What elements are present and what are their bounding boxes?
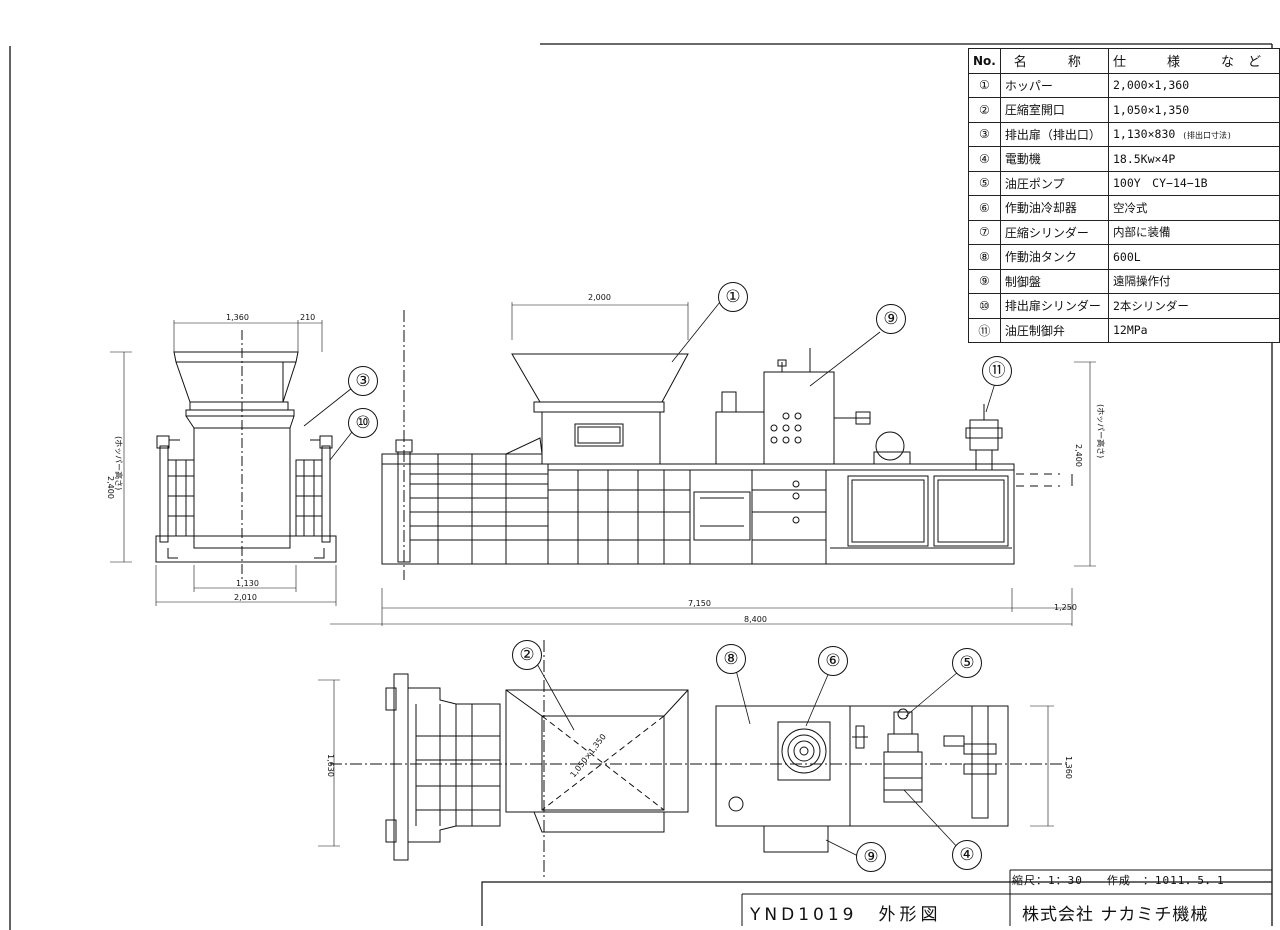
row-no: ⑤ (968, 170, 1001, 196)
callout-5: ⑤ (952, 648, 982, 678)
row-name: 圧縮シリンダー (999, 219, 1109, 245)
row-name: 作動油タンク (999, 244, 1109, 270)
top-view (318, 640, 1070, 880)
row-name: ホッパー (999, 72, 1109, 98)
dim-top-1630: 1,630 (326, 754, 335, 777)
dim-side-hopper-width: 2,000 (588, 293, 611, 302)
row-no: ⑧ (968, 244, 1001, 270)
dim-side-1250: 1,250 (1054, 603, 1077, 612)
row-spec: 100Y CY−14−1B (1107, 170, 1280, 196)
row-no: ① (968, 72, 1001, 98)
row-no: ⑨ (968, 268, 1001, 294)
row-spec: 1,130×830 (排出口寸法) (1107, 121, 1280, 147)
row-spec-value: 1,130×830 (1112, 127, 1176, 142)
drawing-title: YND1019 外形図 (750, 905, 942, 925)
header-no: No. (968, 48, 1001, 74)
dim-side-7150: 7,150 (688, 599, 711, 608)
dim-top-1360: 1,360 (1064, 756, 1073, 779)
dim-total-8400: 8,400 (744, 615, 767, 624)
company-name: 株式会社 ナカミチ機械 (1022, 905, 1209, 925)
dim-front-210: 210 (300, 313, 315, 322)
row-name: 油圧制御弁 (999, 317, 1109, 343)
row-spec: 遠隔操作付 (1107, 268, 1280, 294)
row-no: ② (968, 97, 1001, 123)
dim-front-1130: 1,130 (236, 579, 259, 588)
row-spec: 18.5Kw×4P (1107, 146, 1280, 172)
dim-front-height: 2,400 (106, 476, 115, 499)
row-no: ⑩ (968, 293, 1001, 319)
row-spec: 600L (1107, 244, 1280, 270)
row-spec: 12MPa (1107, 317, 1280, 343)
dim-front-hopper-width: 1,360 (226, 313, 249, 322)
row-spec: 1,050×1,350 (1107, 97, 1280, 123)
row-name: 排出扉シリンダー (999, 293, 1109, 319)
row-no: ⑪ (968, 317, 1001, 343)
callout-2: ② (512, 640, 542, 670)
callout-8: ⑧ (716, 644, 746, 674)
row-name: 圧縮室開口 (999, 97, 1109, 123)
header-name: 名 称 (999, 48, 1109, 74)
row-name: 油圧ポンプ (999, 170, 1109, 196)
dim-front-2010: 2,010 (234, 593, 257, 602)
row-no: ⑥ (968, 195, 1001, 221)
callout-9-side: ⑨ (876, 304, 906, 334)
row-spec: 空冷式 (1107, 195, 1280, 221)
dim-side-height-note: (ホッパー高さ) (1096, 404, 1106, 458)
callout-10: ⑩ (348, 408, 378, 438)
callout-11: ⑪ (982, 356, 1012, 386)
title-block: 縮尺：1：30 作成 ：1011．5．1 YND1019 外形図 株式会社 ナカ… (482, 870, 1272, 925)
callout-3: ③ (348, 366, 378, 396)
row-name: 排出扉（排出口） (999, 121, 1109, 147)
row-spec: 2,000×1,360 (1107, 72, 1280, 98)
front-view (110, 320, 353, 606)
row-name: 制御盤 (999, 268, 1109, 294)
row-no: ③ (968, 121, 1001, 147)
callout-1: ① (718, 282, 748, 312)
header-spec: 仕 様 など (1107, 48, 1280, 74)
spec-table-header: No. 名 称 仕 様 など (968, 48, 1280, 74)
row-spec: 2本シリンダー (1107, 293, 1280, 319)
row-name: 作動油冷却器 (999, 195, 1109, 221)
side-view (330, 301, 1096, 626)
callout-4: ④ (952, 840, 982, 870)
callout-9-top: ⑨ (856, 842, 886, 872)
callout-6: ⑥ (818, 646, 848, 676)
dim-side-height: 2,400 (1074, 444, 1083, 467)
row-spec-note: (排出口寸法) (1182, 131, 1232, 141)
row-no: ④ (968, 146, 1001, 172)
dim-opening: 1,050×1,350 (568, 732, 607, 779)
row-name: 電動機 (999, 146, 1109, 172)
row-no: ⑦ (968, 219, 1001, 245)
scale-date: 縮尺：1：30 作成 ：1011．5．1 (1012, 874, 1225, 887)
row-spec: 内部に装備 (1107, 219, 1280, 245)
dim-front-height-note: (ホッパー高さ) (114, 436, 124, 490)
